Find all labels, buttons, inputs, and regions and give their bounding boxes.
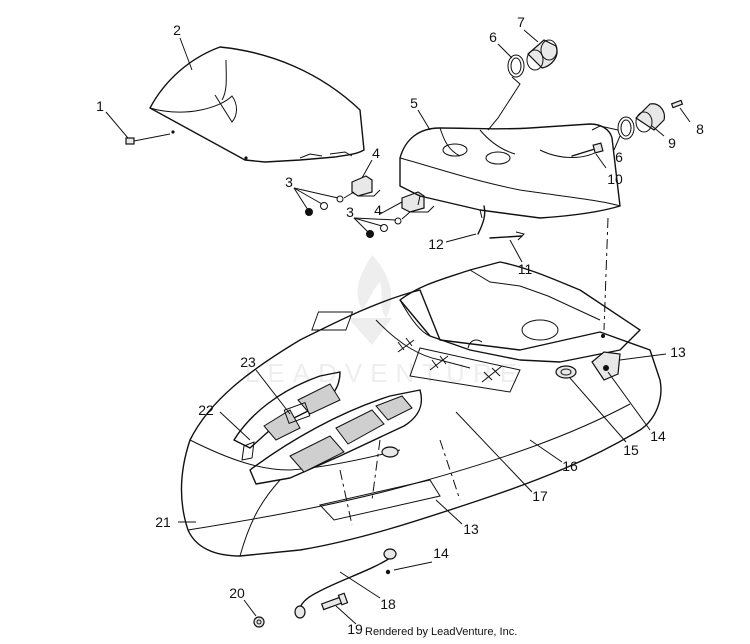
bulb-8 (670, 99, 684, 109)
callout-7: 7 (517, 14, 525, 30)
callout-9: 9 (668, 135, 676, 151)
callout-10: 10 (607, 171, 623, 187)
callout-8: 8 (696, 121, 704, 137)
callout-23: 23 (240, 354, 256, 370)
assembly-line (603, 217, 609, 331)
callout-12: 12 (428, 236, 444, 252)
screw-10 (571, 142, 604, 157)
callout-4-upper: 4 (372, 145, 380, 161)
latch-15 (555, 365, 577, 379)
callout-6-upper: 6 (489, 29, 497, 45)
callout-4-lower: 4 (374, 202, 382, 218)
svg-text:LEADVENTURE: LEADVENTURE (245, 358, 525, 388)
vent-grille-22 (233, 371, 341, 461)
hood-body (180, 289, 662, 557)
callouts: 1 2 3 3 4 4 5 6 6 7 8 9 10 11 12 13 13 1… (96, 14, 704, 637)
nut-20 (253, 616, 265, 628)
gauge-9 (635, 103, 665, 133)
callout-3-upper: 3 (285, 174, 293, 190)
callout-18: 18 (380, 596, 396, 612)
cable-tie-11 (489, 231, 525, 241)
callout-17: 17 (532, 488, 548, 504)
callout-15: 15 (623, 442, 639, 458)
callout-16: 16 (562, 458, 578, 474)
callout-1: 1 (96, 98, 104, 114)
callout-21: 21 (155, 514, 171, 530)
callout-14-right: 14 (650, 428, 666, 444)
vent-grille-23 (249, 389, 423, 485)
seal-ring-6-lower (591, 116, 635, 140)
retainer-cable-18 (294, 548, 397, 619)
upper-cowl (311, 261, 641, 393)
fastener-14-right (591, 351, 621, 381)
body-clip (381, 446, 399, 458)
seal-ring-6-upper (487, 54, 525, 131)
dash-hood (399, 123, 621, 219)
render-credit: Rendered by LeadVenture, Inc. (365, 626, 518, 638)
leadventure-watermark: LEADVENTURE (245, 255, 525, 388)
bracket-4-lower (401, 191, 435, 213)
screw-1 (105, 111, 171, 145)
callout-13-lower: 13 (463, 521, 479, 537)
callout-20: 20 (229, 585, 245, 601)
hardware-3-lower (366, 211, 411, 238)
bracket-4-upper (351, 175, 381, 197)
callout-14-lower: 14 (433, 545, 449, 561)
leader-lines (178, 29, 691, 625)
harness-12 (477, 205, 486, 235)
callout-6-lower: 6 (615, 149, 623, 165)
callout-2: 2 (173, 22, 181, 38)
callout-3-lower: 3 (346, 204, 354, 220)
gauge-7 (526, 39, 558, 71)
callout-13-right: 13 (670, 344, 686, 360)
callout-19: 19 (347, 621, 363, 637)
callout-22: 22 (198, 402, 214, 418)
callout-5: 5 (410, 95, 418, 111)
bolt-19 (320, 592, 349, 611)
windshield (149, 46, 365, 163)
callout-11: 11 (518, 261, 533, 277)
fastener-14-lower (385, 561, 433, 575)
hardware-3-upper (305, 191, 355, 216)
